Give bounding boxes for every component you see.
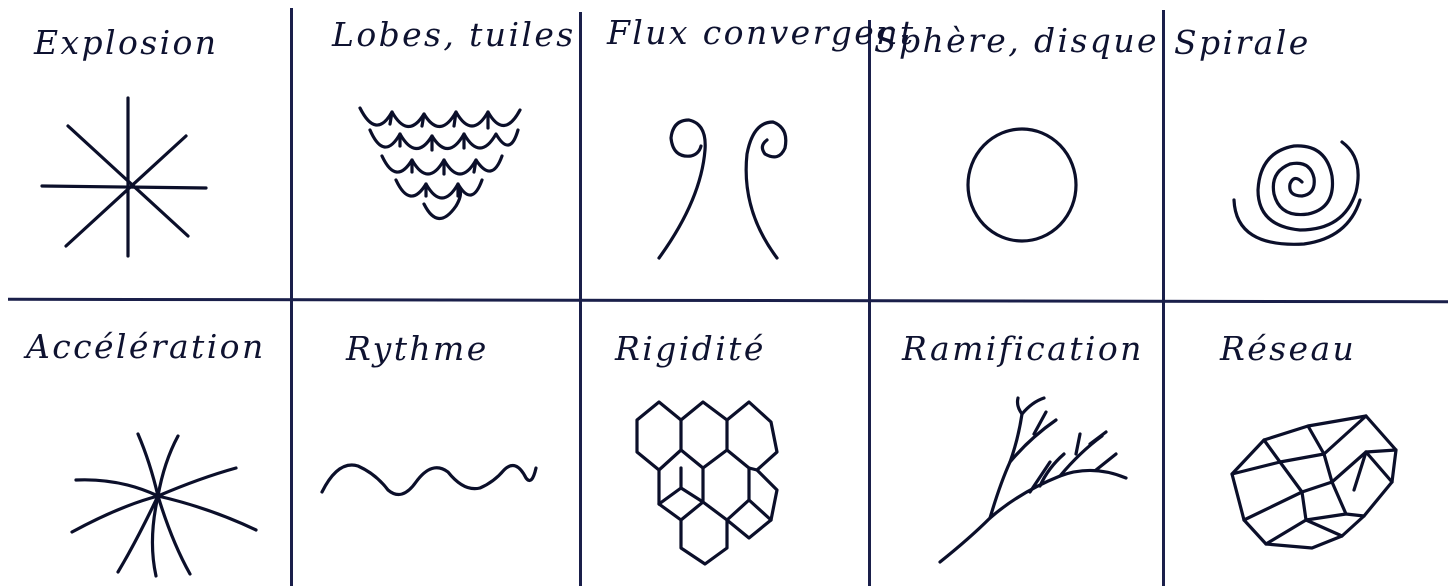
network-mesh-icon (1224, 410, 1404, 560)
cell-lobes-tiles: Lobes, tuiles (292, 0, 579, 300)
cell-spiral: Spirale (1164, 0, 1456, 300)
cell-label: Ramification (902, 332, 1144, 365)
sphere-disc-icon (960, 122, 1090, 252)
cell-label: Lobes, tuiles (332, 18, 576, 51)
cell-rhythm: Rythme (292, 302, 579, 588)
spiral-icon (1224, 130, 1374, 260)
cell-sphere-disc: Sphère, disque (870, 0, 1162, 300)
converging-flow-icon (651, 110, 801, 270)
cell-label: Sphère, disque (874, 24, 1159, 57)
lobes-tiles-icon (350, 100, 540, 235)
cell-label: Explosion (34, 26, 218, 59)
cell-label: Rigidité (615, 332, 766, 365)
cell-converging-flow: Flux convergent (581, 0, 868, 300)
cell-label: Accélération (26, 330, 266, 363)
cell-ramification: Ramification (870, 302, 1162, 588)
cell-acceleration: Accélération (0, 302, 290, 588)
cell-explosion: Explosion (0, 0, 290, 300)
cell-network: Réseau (1164, 302, 1456, 588)
cell-label: Spirale (1174, 26, 1311, 59)
acceleration-icon (60, 422, 260, 582)
rhythm-wave-icon (314, 452, 544, 502)
cell-label: Rythme (346, 332, 489, 365)
ramification-branch-icon (930, 392, 1150, 572)
cell-label: Réseau (1220, 332, 1356, 365)
rigidity-honeycomb-icon (631, 398, 811, 568)
explosion-icon (30, 90, 220, 270)
cell-rigidity: Rigidité (581, 302, 868, 588)
